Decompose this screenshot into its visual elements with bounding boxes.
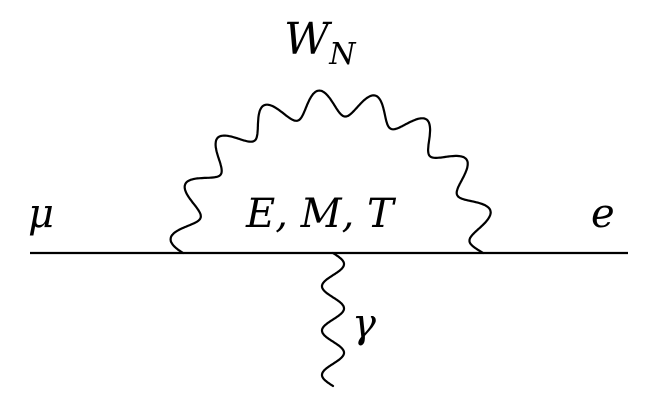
electron-label: e (591, 191, 615, 237)
vertex-label: E, M, T (246, 191, 394, 237)
photon-line (320, 251, 346, 388)
muon-label: μ (28, 191, 54, 237)
boson-label: WN (284, 14, 356, 72)
w-boson-loop (169, 89, 492, 255)
photon-label: γ (352, 301, 376, 347)
